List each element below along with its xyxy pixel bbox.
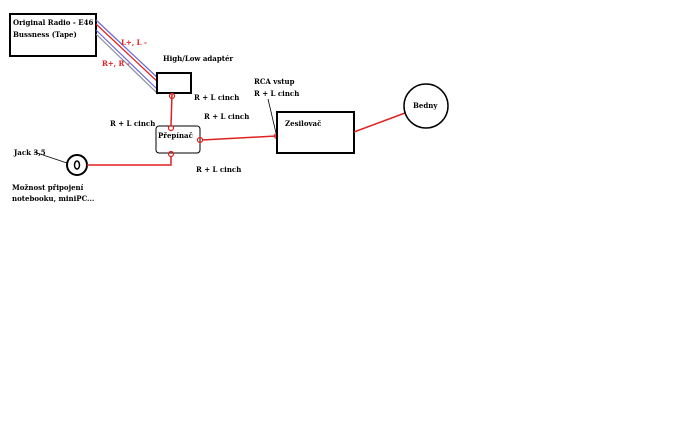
cinch-connector-adapter — [168, 92, 176, 100]
cinch-connector-switch-top — [167, 124, 175, 132]
cinch-label-adapter-out: R + L cinch — [194, 93, 239, 102]
amplifier-label: Zesilovač — [285, 119, 321, 128]
adapter-label: High/Low adaptér — [163, 54, 233, 63]
radio-label-line2: Bussness (Tape) — [13, 30, 77, 39]
radio-wire-right-label: R+, R - — [102, 59, 130, 68]
rca-input-label-line1: RCA vstup — [254, 77, 295, 86]
jack-inner-ring — [73, 160, 81, 170]
radio-box — [9, 13, 97, 57]
jack-label: Jack 3,5 — [13, 148, 46, 157]
wire-amplifier-speakers — [353, 112, 406, 133]
cinch-label-jack-in: R + L cinch — [196, 165, 241, 174]
switch-label: Přepínač — [158, 131, 193, 140]
speakers-label: Bedny — [413, 101, 438, 110]
rca-input-label-line2: R + L cinch — [254, 89, 299, 98]
amplifier-box — [276, 111, 355, 154]
rca-pointer-line — [267, 98, 277, 134]
switch-box — [155, 125, 201, 154]
jack-pointer-line — [33, 151, 68, 164]
jack-note-line2: notebooku, miniPC... — [12, 194, 94, 203]
radio-wires — [95, 19, 161, 95]
speakers-circle — [403, 83, 449, 129]
adapter-box — [156, 72, 192, 94]
wire-jack-switch — [87, 156, 172, 166]
cinch-label-switch-left: R + L cinch — [110, 119, 155, 128]
wire-switch-amplifier — [201, 135, 277, 141]
cinch-label-switch-out: R + L cinch — [204, 112, 249, 121]
jack-outer-circle — [66, 154, 88, 176]
radio-wire-left-label: L+, L - — [121, 38, 147, 47]
radio-label-line1: Original Radio - E46 — [13, 18, 93, 27]
jack-note-line1: Možnost připojení — [12, 183, 84, 192]
